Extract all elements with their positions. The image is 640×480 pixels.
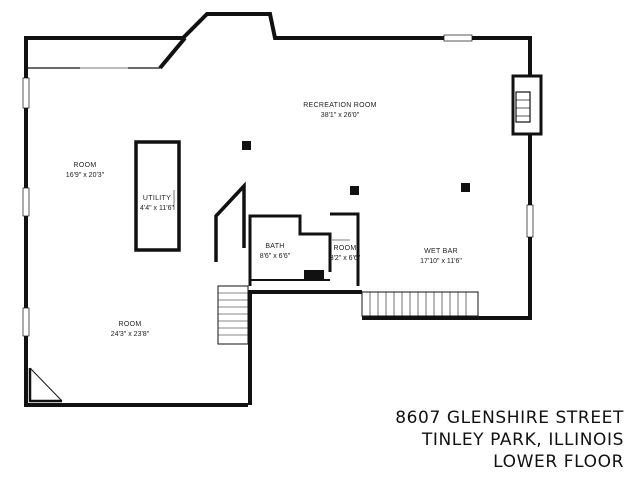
room-dims-room-small: 3'2" x 6'6" <box>330 255 361 262</box>
room-name-wet-bar: WET BAR <box>424 248 458 255</box>
room-name-room-small: ROOM <box>334 245 357 252</box>
column <box>461 183 470 192</box>
room-name-room-bottom: ROOM <box>119 321 142 328</box>
stairs-right-outline <box>361 291 479 317</box>
wall-bath-bottom <box>248 290 362 405</box>
window-right <box>526 204 534 238</box>
room-name-room-left: ROOM <box>74 162 97 169</box>
exterior-walls <box>24 12 532 407</box>
column <box>350 186 359 195</box>
partition-top-diagonal <box>158 36 187 70</box>
stair-wall-left <box>214 181 246 262</box>
small-room-walls <box>330 212 360 286</box>
utility-walls <box>134 140 181 252</box>
room-name-bath: BATH <box>265 243 284 250</box>
room-name-recreation: RECREATION ROOM <box>303 102 377 109</box>
fireplace-box <box>515 91 531 123</box>
stairs-right <box>361 291 479 317</box>
interior-walls <box>26 36 360 286</box>
room-dims-bath: 8'6" x 6'6" <box>260 253 291 260</box>
address-city: TINLEY PARK, ILLINOIS <box>421 430 624 450</box>
window-top <box>443 34 473 42</box>
doors <box>28 67 350 403</box>
room-name-utility: UTILITY <box>143 195 171 202</box>
bath-walls <box>248 214 332 286</box>
columns <box>242 141 470 195</box>
room-labels: RECREATION ROOM 38'1" x 26'0" ROOM 16'9"… <box>66 102 463 338</box>
bath-fixture <box>304 270 324 280</box>
exterior-wall-outline <box>24 12 532 407</box>
fireplace <box>511 74 543 136</box>
address-street: 8607 GLENSHIRE STREET <box>395 408 624 428</box>
column <box>242 141 251 150</box>
door-corner-swing <box>29 367 63 402</box>
room-dims-recreation: 38'1" x 26'0" <box>321 112 360 119</box>
room-dims-utility: 4'4" x 11'6" <box>140 205 174 212</box>
room-dims-room-bottom: 24'3" x 23'8" <box>111 331 150 338</box>
door-corner-arc <box>28 368 62 403</box>
stairs-left-outline <box>217 285 249 345</box>
room-dims-wet-bar: 17'10" x 11'6" <box>420 258 462 265</box>
floor-label: LOWER FLOOR <box>493 452 624 472</box>
windows <box>22 34 534 337</box>
window-left-1 <box>22 77 30 109</box>
room-dims-room-left: 16'9" x 20'3" <box>66 172 105 179</box>
window-left-2 <box>22 187 30 217</box>
stairs-left <box>217 285 249 345</box>
window-left-3 <box>22 307 30 337</box>
